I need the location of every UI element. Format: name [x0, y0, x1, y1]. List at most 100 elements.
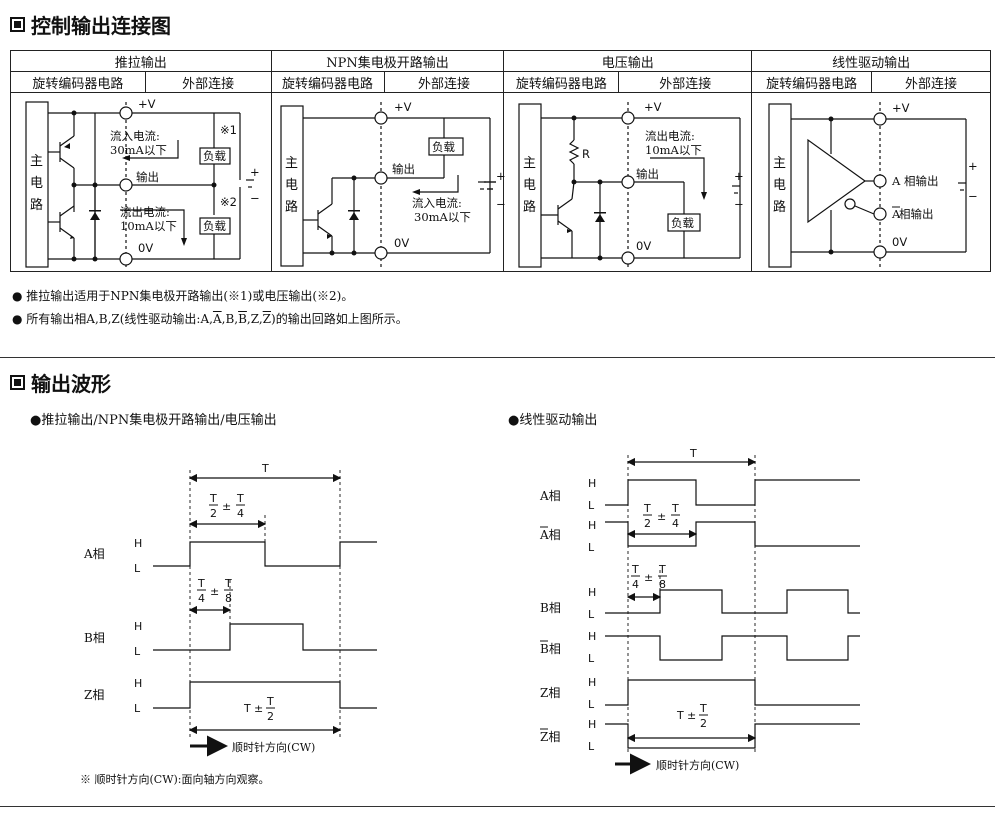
load-label: 负载 — [203, 219, 226, 233]
level-low: L — [588, 499, 595, 512]
minus-mark: − — [250, 191, 260, 205]
load-label: 负载 — [203, 149, 226, 163]
plus-minus: ± — [657, 510, 666, 523]
level-low: L — [134, 645, 141, 658]
frac-num: T — [658, 563, 666, 576]
main-circuit-label: 主 — [30, 154, 43, 169]
frac-den: 4 — [672, 517, 679, 530]
plus-minus: ± — [687, 709, 696, 722]
cw-direction-label: 顺时针方向(CW) — [232, 740, 315, 754]
phase-label-bbar: B相 — [540, 642, 561, 656]
plus-mark: + — [250, 165, 260, 179]
plus-mark: + — [734, 169, 744, 183]
level-low: L — [588, 541, 595, 554]
phase-label-abar: A相 — [539, 528, 561, 542]
section-title-connection: 控制输出连接图 — [10, 10, 171, 39]
level-low: L — [588, 698, 595, 711]
main-circuit-label: 主 — [523, 156, 536, 171]
waveform-left-heading: ●推拉输出/NPN集电极开路输出/电压输出 — [30, 413, 277, 428]
level-high: H — [134, 537, 142, 550]
note-zbar: Z — [262, 312, 272, 326]
note-text: ,Z, — [246, 312, 263, 326]
source-current-label: 流出电流: — [645, 129, 695, 143]
main-circuit-label: 电 — [773, 178, 786, 193]
main-circuit-label: 路 — [285, 199, 298, 215]
main-circuit-label: 电 — [523, 178, 536, 193]
output-label: 输出 — [392, 162, 415, 176]
source-current-label: 流出电流: — [120, 205, 170, 219]
output-label: 输出 — [636, 167, 659, 181]
cw-direction-label: 顺时针方向(CW) — [656, 758, 739, 772]
main-circuit-label: 主 — [773, 156, 786, 171]
phase-label-a: A相 — [83, 547, 105, 561]
sink-current-label: 流入电流: — [110, 129, 160, 143]
frac-den: 4 — [237, 507, 244, 520]
phase-label-b: B相 — [84, 631, 105, 645]
sink-current-value: 30mA以下 — [110, 143, 167, 157]
frac-den: 4 — [632, 578, 639, 591]
frac-den: 4 — [198, 592, 205, 605]
phase-label-a: A相 — [539, 489, 561, 503]
load-label: 负载 — [671, 216, 694, 230]
load-label: 负载 — [432, 140, 455, 154]
note-push-pull: ● 推拉输出适用于NPN集电极开路输出(※1)或电压输出(※2)。 — [12, 289, 354, 303]
phase-label-z: Z相 — [84, 688, 104, 702]
sink-current-value: 30mA以下 — [414, 210, 471, 224]
period-label: T — [689, 447, 697, 460]
table-header-row: 推拉输出 NPN集电极开路输出 电压输出 线性驱动输出 — [10, 50, 991, 72]
plus-minus: ± — [254, 702, 263, 715]
level-low: L — [588, 740, 595, 753]
period-label: T — [676, 709, 684, 722]
cw-footnote: ※ 顺时针方向(CW):面向轴方向观察。 — [80, 772, 270, 786]
minus-mark: − — [734, 197, 744, 211]
section-title-waveform: 输出波形 — [10, 368, 111, 397]
period-label: T — [243, 702, 251, 715]
plus-mark: + — [968, 159, 978, 173]
main-circuit-label: 主 — [285, 156, 298, 171]
level-high: H — [134, 620, 142, 633]
level-high: H — [588, 477, 596, 490]
zero-v-label: 0V — [394, 236, 409, 250]
level-high: H — [588, 586, 596, 599]
level-high: H — [588, 519, 596, 532]
note1-mark: ※1 — [220, 123, 237, 137]
main-circuit-block — [518, 103, 542, 268]
section-title-text: 控制输出连接图 — [31, 14, 171, 38]
phase-label-z: Z相 — [540, 686, 560, 700]
zero-v-label: 0V — [138, 241, 153, 255]
frac-den: 2 — [210, 507, 217, 520]
note-bbar: B — [238, 312, 247, 326]
plus-minus: ± — [210, 585, 219, 598]
waveform-right-heading: ●线性驱动输出 — [508, 413, 598, 428]
minus-mark: − — [968, 189, 978, 203]
main-circuit-label: 路 — [773, 199, 786, 215]
frac-num: T — [236, 492, 244, 505]
frac-den: 2 — [267, 710, 274, 723]
abar-letter: A — [891, 207, 901, 221]
main-circuit-block — [280, 105, 304, 267]
zero-v-label: 0V — [636, 239, 651, 253]
plus-mark: + — [496, 169, 506, 183]
main-circuit-label: 电 — [30, 176, 43, 191]
resistor-label: R — [582, 147, 590, 161]
period-label: T — [261, 462, 269, 475]
note-text: )的输出回路如上图所示。 — [271, 312, 408, 326]
level-high: H — [588, 718, 596, 731]
note2-mark: ※2 — [220, 195, 237, 209]
square-bullet-icon — [10, 17, 25, 32]
level-high: H — [588, 676, 596, 689]
level-low: L — [134, 562, 141, 575]
frac-den: 2 — [700, 717, 707, 730]
a-phase-output-label: A 相输出 — [891, 174, 938, 188]
subheader-external: 外部连接 — [871, 71, 991, 93]
header-line-driver: 线性驱动输出 — [751, 50, 991, 72]
phase-label-zbar: Z相 — [540, 730, 560, 744]
abar-phase-output-label: 相输出 — [899, 207, 934, 221]
frac-num: T — [197, 577, 205, 590]
level-high: H — [588, 630, 596, 643]
note-all-phases: ● 所有输出相A,B,Z(线性驱动输出:A,A,B,B,Z,Z)的输出回路如上图… — [12, 310, 408, 327]
diagram-cell-npn — [270, 92, 505, 272]
sink-current-label: 流入电流: — [412, 196, 462, 210]
minus-mark: − — [496, 197, 506, 211]
